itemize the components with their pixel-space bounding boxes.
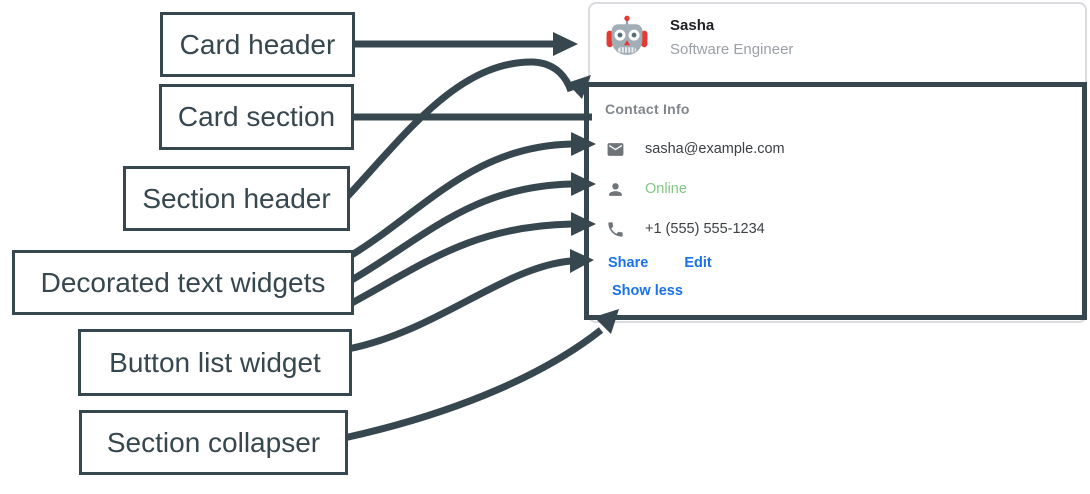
card-section: Contact Info sasha@example.com Online +1… bbox=[584, 82, 1087, 320]
robot-icon bbox=[606, 15, 648, 55]
email-icon bbox=[607, 142, 624, 156]
person-name: Sasha bbox=[670, 16, 715, 34]
section-title: Contact Info bbox=[605, 101, 690, 117]
decorated-text-email: sasha@example.com bbox=[606, 139, 785, 159]
label-section-collapser: Section collapser bbox=[79, 410, 348, 475]
phone-icon bbox=[608, 221, 623, 237]
phone-text: +1 (555) 555-1234 bbox=[645, 221, 765, 237]
arrow-button-list bbox=[347, 249, 594, 353]
arrow-card-header bbox=[350, 32, 578, 56]
decorated-text-phone: +1 (555) 555-1234 bbox=[606, 219, 765, 239]
person-icon bbox=[609, 182, 622, 196]
label-button-list-widget: Button list widget bbox=[78, 329, 352, 396]
share-button[interactable]: Share bbox=[608, 255, 649, 271]
status-text: Online bbox=[645, 181, 687, 197]
section-collapser-button[interactable]: Show less bbox=[612, 283, 683, 299]
card-header-text: Sasha Software Engineer bbox=[670, 17, 793, 58]
arrow-decorated-email bbox=[348, 132, 596, 259]
button-list: Share Edit bbox=[608, 255, 712, 271]
person-role: Software Engineer bbox=[670, 40, 794, 58]
arrow-decorated-online bbox=[348, 172, 596, 285]
arrow-section-collapser bbox=[343, 309, 619, 442]
label-section-header: Section header bbox=[123, 166, 350, 231]
card-header: Sasha Software Engineer bbox=[604, 14, 793, 60]
decorated-text-status: Online bbox=[606, 179, 687, 199]
email-text: sasha@example.com bbox=[645, 141, 785, 157]
label-card-section: Card section bbox=[159, 84, 354, 150]
label-card-header: Card header bbox=[160, 12, 355, 77]
arrow-section-header bbox=[343, 58, 591, 201]
label-decorated-text-widgets: Decorated text widgets bbox=[12, 250, 354, 315]
arrow-decorated-phone bbox=[348, 212, 596, 308]
edit-button[interactable]: Edit bbox=[684, 255, 712, 271]
